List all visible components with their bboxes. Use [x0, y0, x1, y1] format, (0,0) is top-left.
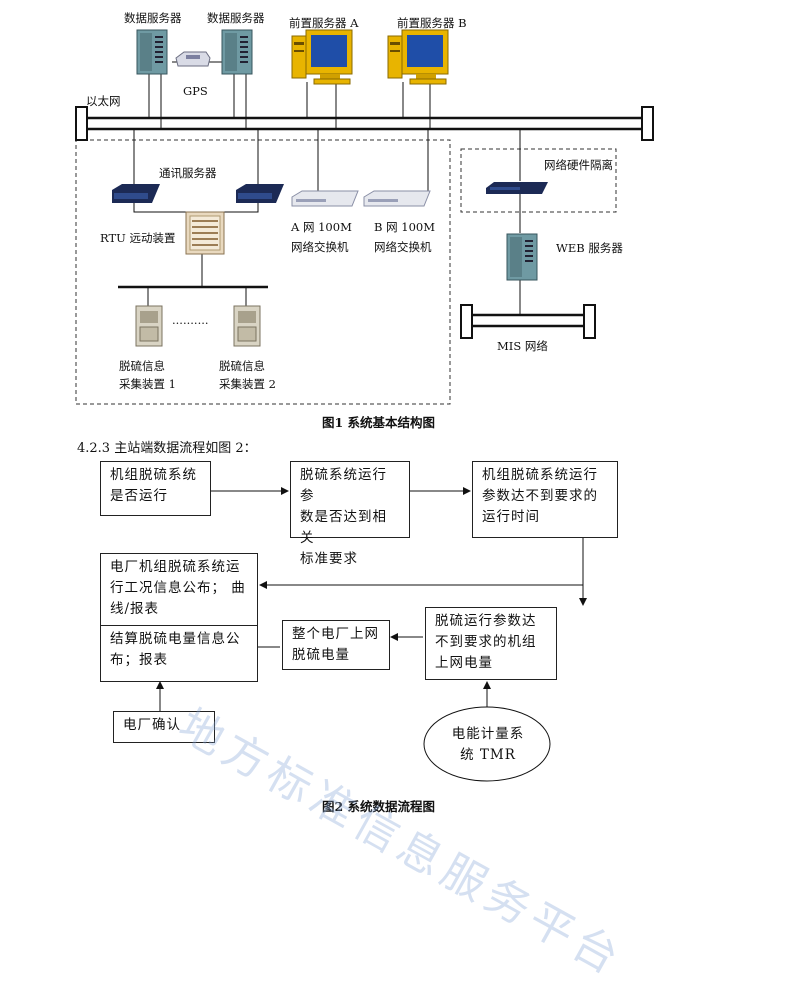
collector-2-label-2: 采集装置 2 — [219, 377, 276, 391]
section-heading: 4.2.3 主站端数据流程如图 2： — [77, 441, 257, 456]
switch-a-label-2: 网络交换机 — [291, 240, 349, 254]
mis-bus — [460, 304, 596, 339]
figure2-caption: 图2 系统数据流程图 — [322, 799, 436, 814]
mis-label: MIS 网络 — [497, 339, 548, 353]
flow-box-noncompliant-energy: 脱硫运行参数达 不到要求的机组 上网电量 — [425, 607, 557, 680]
ethernet-bus — [75, 106, 654, 141]
data-server-1-label: 数据服务器 — [124, 11, 182, 25]
data-server-2-label: 数据服务器 — [207, 11, 265, 25]
server-tower-icon — [506, 233, 538, 281]
tmr-ellipse — [423, 706, 551, 782]
flow-box-plant-energy: 整个电厂上网 脱硫电量 — [282, 620, 390, 670]
flow-box-publish-group: 电厂机组脱硫系统运 行工况信息公布； 曲 线/报表 结算脱硫电量信息公 布；报表 — [100, 553, 258, 682]
collector-2-label-1: 脱硫信息 — [219, 359, 265, 373]
ethernet-label: 以太网 — [86, 94, 121, 108]
figure1-diagram — [75, 29, 654, 405]
flow-box-settlement-publish: 结算脱硫电量信息公 布；报表 — [110, 631, 241, 668]
router-icon — [112, 184, 160, 203]
isolation-dashed-region — [460, 148, 617, 213]
monitor-pc-icon — [291, 29, 353, 85]
rtu-cabinet-icon — [185, 211, 225, 255]
collector-ellipsis: ·········· — [172, 316, 209, 330]
flow-box-status-publish: 电厂机组脱硫系统运 行工况信息公布； 曲 线/报表 — [101, 554, 257, 626]
router-icon — [486, 182, 548, 194]
network-switch-icon — [363, 190, 431, 207]
switch-a-label-1: A 网 100M — [291, 220, 352, 234]
front-server-a-label: 前置服务器 A — [289, 16, 359, 30]
collector-1-label-1: 脱硫信息 — [119, 359, 165, 373]
collector-device-icon — [135, 305, 163, 347]
gps-device-icon — [175, 51, 211, 67]
web-server-label: WEB 服务器 — [556, 241, 623, 255]
server-tower-icon — [136, 29, 168, 75]
front-server-b-label: 前置服务器 B — [397, 16, 467, 30]
switch-b-label-2: 网络交换机 — [374, 240, 432, 254]
collector-1-label-2: 采集装置 1 — [119, 377, 176, 391]
network-switch-icon — [291, 190, 359, 207]
substation-dashed-region — [75, 139, 451, 405]
switch-b-label-1: B 网 100M — [374, 220, 435, 234]
flow-box-parameter-check: 脱硫系统运行参 数是否达到相关 标准要求 — [290, 461, 410, 567]
flow-box-plant-confirm: 电厂确认 — [113, 711, 215, 743]
router-icon — [236, 184, 284, 203]
server-tower-icon — [221, 29, 253, 75]
flow-box-noncompliant-time: 机组脱硫系统运行 参数达不到要求的 运行时间 — [472, 461, 618, 538]
tmr-ellipse-label: 电能计量系 统 TMR — [451, 726, 525, 763]
figure1-caption: 图1 系统基本结构图 — [322, 415, 436, 430]
flow-box-unit-running: 机组脱硫系统 是否运行 — [100, 461, 211, 516]
monitor-pc-icon — [387, 29, 449, 85]
comm-server-label: 通讯服务器 — [159, 166, 217, 180]
figure2-arrows — [156, 487, 587, 782]
collector-device-icon — [233, 305, 261, 347]
isolation-label: 网络硬件隔离 — [544, 158, 613, 172]
gps-label: GPS — [183, 84, 208, 98]
rtu-label: RTU 远动装置 — [100, 231, 176, 245]
